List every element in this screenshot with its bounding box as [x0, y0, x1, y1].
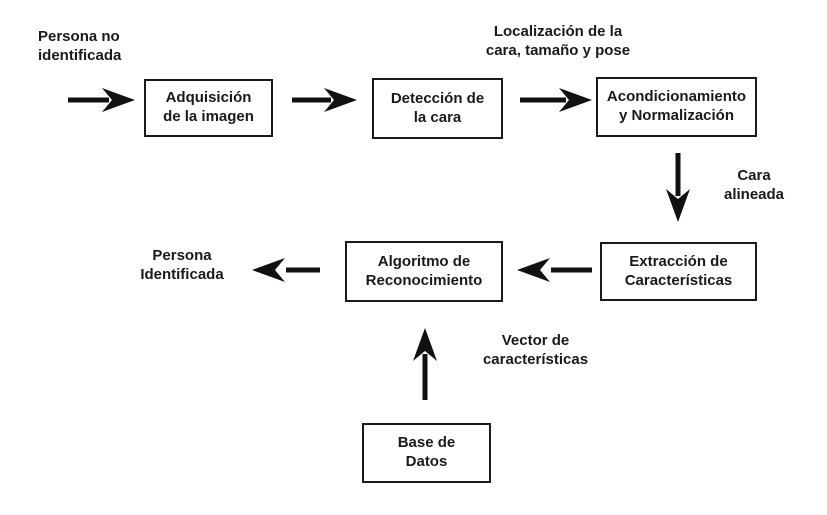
arrow-right-icon — [292, 88, 357, 112]
arrow-left-icon — [517, 258, 592, 282]
node-acondicionamiento-label: Acondicionamiento y Normalización — [606, 88, 747, 124]
node-acondicionamiento-normalizacion: Acondicionamiento y Normalización — [596, 77, 757, 137]
node-adquisicion-imagen: Adquisición de la imagen — [144, 79, 273, 137]
label-vector-caracteristicas: Vector de características — [482, 332, 589, 368]
node-algoritmo-label: Algoritmo de Reconocimiento — [365, 252, 483, 289]
node-deteccion-label: Detección de la cara — [390, 89, 485, 126]
arrow-up-icon — [413, 328, 437, 400]
arrow-right-icon — [68, 88, 135, 112]
label-persona-identificada: Persona Identificada — [140, 247, 224, 283]
node-extraccion-label: Extracción de Características — [624, 252, 733, 289]
node-base-datos: Base de Datos — [362, 423, 491, 483]
node-adquisicion-label: Adquisición de la imagen — [163, 89, 254, 125]
node-base-datos-label: Base de Datos — [397, 434, 456, 470]
node-extraccion-caracteristicas: Extracción de Características — [600, 242, 757, 301]
node-algoritmo-reconocimiento: Algoritmo de Reconocimiento — [345, 241, 503, 302]
arrow-down-icon — [666, 153, 690, 222]
label-persona-no-identificada: Persona no identificada — [38, 28, 122, 64]
label-cara-alineada: Cara alineada — [723, 167, 785, 203]
arrow-right-icon — [520, 88, 592, 112]
arrow-left-icon — [252, 258, 320, 282]
label-localizacion-cara-tamano-pose: Localización de la cara, tamaño y pose — [485, 23, 631, 59]
node-deteccion-cara: Detección de la cara — [372, 78, 503, 139]
